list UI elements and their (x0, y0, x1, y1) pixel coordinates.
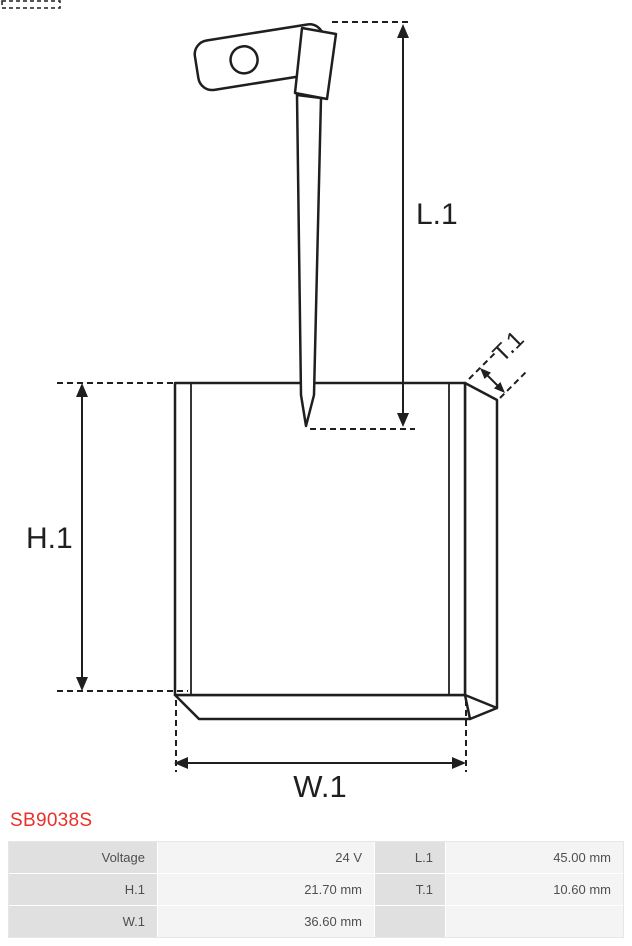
spec-label-w1: W.1 (9, 906, 157, 937)
brush-bottom-side-edge (469, 706, 498, 721)
spec-value-h1: 21.70 mm (158, 874, 374, 905)
t1-arrow-lower (494, 382, 505, 393)
part-number: SB9038S (10, 810, 93, 831)
dim-label-h1: H.1 (26, 522, 73, 555)
dimension-t1: T.1 (468, 326, 530, 399)
spec-value-t1: 10.60 mm (446, 874, 623, 905)
brush-bottom-face (173, 693, 472, 721)
l1-arrow-up (397, 24, 409, 38)
brush-front-face (173, 381, 467, 697)
dim-label-t1: T.1 (488, 326, 530, 368)
wire-crimp (293, 26, 338, 101)
terminal-hole (229, 45, 259, 75)
t1-extension-lower (499, 369, 529, 399)
t1-arrow-upper (480, 368, 491, 379)
w1-arrow-left (174, 757, 188, 769)
spec-value-l1: 45.00 mm (446, 842, 623, 873)
spec-value-w1: 36.60 mm (158, 906, 374, 937)
lead-wire (295, 93, 323, 428)
spec-table: Voltage 24 V L.1 45.00 mm H.1 21.70 mm T… (8, 841, 624, 938)
h1-arrow-down (76, 677, 88, 691)
spec-label-l1: L.1 (375, 842, 445, 873)
dim-label-l1: L.1 (416, 198, 458, 231)
corner-dashed-mark (1, 0, 61, 9)
spec-label-h1: H.1 (9, 874, 157, 905)
spec-label-voltage: Voltage (9, 842, 157, 873)
spec-label-empty (375, 906, 445, 937)
spec-label-t1: T.1 (375, 874, 445, 905)
dim-label-w1: W.1 (293, 769, 346, 804)
spec-value-voltage: 24 V (158, 842, 374, 873)
brush-diagram: L.1 H.1 W.1 (1, 0, 530, 804)
brush-body (173, 381, 499, 721)
w1-arrow-right (452, 757, 466, 769)
brush-side-face (463, 381, 499, 710)
l1-arrow-down (397, 413, 409, 427)
dimension-w1: W.1 (174, 700, 467, 804)
t1-dimension-line (485, 373, 500, 388)
spec-value-empty (446, 906, 623, 937)
dimension-l1: L.1 (310, 21, 458, 430)
brush-diagram-svg: L.1 H.1 W.1 (1, 0, 530, 804)
dimension-h1: H.1 (26, 382, 188, 692)
t1-extension-upper (468, 350, 498, 380)
h1-arrow-up (76, 383, 88, 397)
